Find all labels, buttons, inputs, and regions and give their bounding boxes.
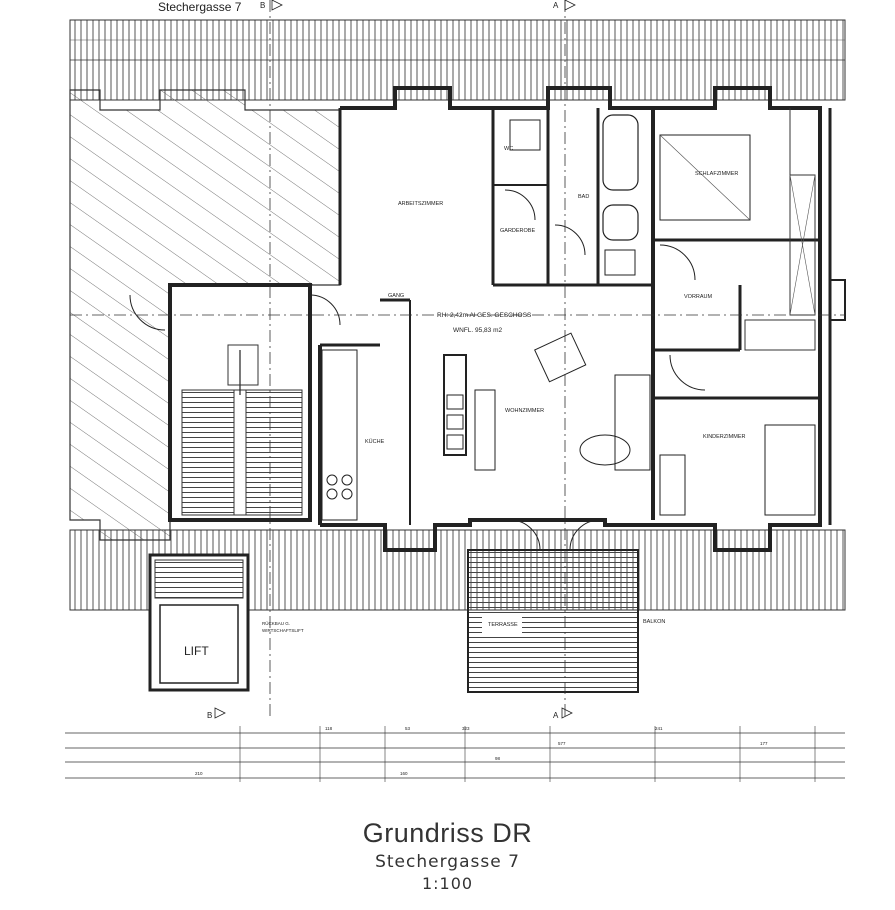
room-label-schlafzimmer: SCHLAFZIMMER xyxy=(695,171,738,177)
room-label-balkon: BALKON xyxy=(643,619,665,625)
lift-note: RÜCKBAU G. xyxy=(262,620,290,626)
door xyxy=(659,244,696,281)
bathtub xyxy=(602,114,639,191)
wc-fixture xyxy=(509,119,541,151)
lift-note: WIRTSCHAFTSLIFT xyxy=(262,628,304,633)
door xyxy=(554,224,586,256)
dim-label: 118 xyxy=(325,726,333,731)
bed xyxy=(659,134,751,221)
door xyxy=(509,519,541,551)
section-marker-b-bottom: B xyxy=(207,711,212,720)
caption-scale: 1:100 xyxy=(421,874,474,893)
door xyxy=(669,354,706,391)
sofa xyxy=(614,374,651,471)
room-label-bad: BAD xyxy=(578,194,589,200)
dim-label: 53 xyxy=(405,726,411,731)
street-label: Stechergasse 7 xyxy=(158,0,242,14)
dim-label: 160 xyxy=(400,771,408,776)
dimension-lines xyxy=(65,726,845,782)
door xyxy=(129,294,166,331)
room-label-terrasse: TERRASSE xyxy=(488,622,518,628)
room-label-gang: GANG xyxy=(388,293,404,299)
room-label-arbeitszimmer: ARBEITSZIMMER xyxy=(398,201,443,207)
exterior-wall xyxy=(320,86,822,552)
dim-label: 98 xyxy=(495,756,501,761)
room-label-kinderzimmer: KINDERZIMMER xyxy=(703,434,746,440)
door xyxy=(309,294,341,326)
dim-label: 577 xyxy=(558,741,566,746)
dim-label: 241 xyxy=(655,726,663,731)
caption-title: Grundriss DR xyxy=(362,818,533,848)
stove-column xyxy=(443,354,467,456)
caption-subtitle: Stechergasse 7 xyxy=(375,852,520,872)
dim-label: 210 xyxy=(195,771,203,776)
room-label-wohnzimmer: WOHNZIMMER xyxy=(505,408,544,414)
armchair xyxy=(534,332,587,383)
door xyxy=(504,189,536,221)
room-label-vorraum: VORRAUM xyxy=(684,294,713,300)
dim-label: 323 xyxy=(462,726,470,731)
room-label-kueche: KÜCHE xyxy=(365,438,385,445)
sink xyxy=(602,204,639,241)
section-marker-b-top: B xyxy=(260,1,265,10)
section-marker-a-bottom: A xyxy=(553,711,559,720)
dim-label: 177 xyxy=(760,741,768,746)
room-label-garderobe: GARDEROBE xyxy=(500,228,535,234)
lift-label: LIFT xyxy=(184,644,209,658)
floor-plan: 118 53 323 241 177 98 577 210 160 A B A … xyxy=(65,0,846,782)
height-note: RH: 2,42m Al GES. GESCHOSS xyxy=(437,312,532,319)
section-marker-a-top: A xyxy=(553,1,559,10)
room-label-wc: WC xyxy=(504,146,513,152)
area-note: WNFL. 95,83 m2 xyxy=(453,327,503,334)
kitchen-counter xyxy=(321,349,358,521)
door xyxy=(569,519,601,551)
